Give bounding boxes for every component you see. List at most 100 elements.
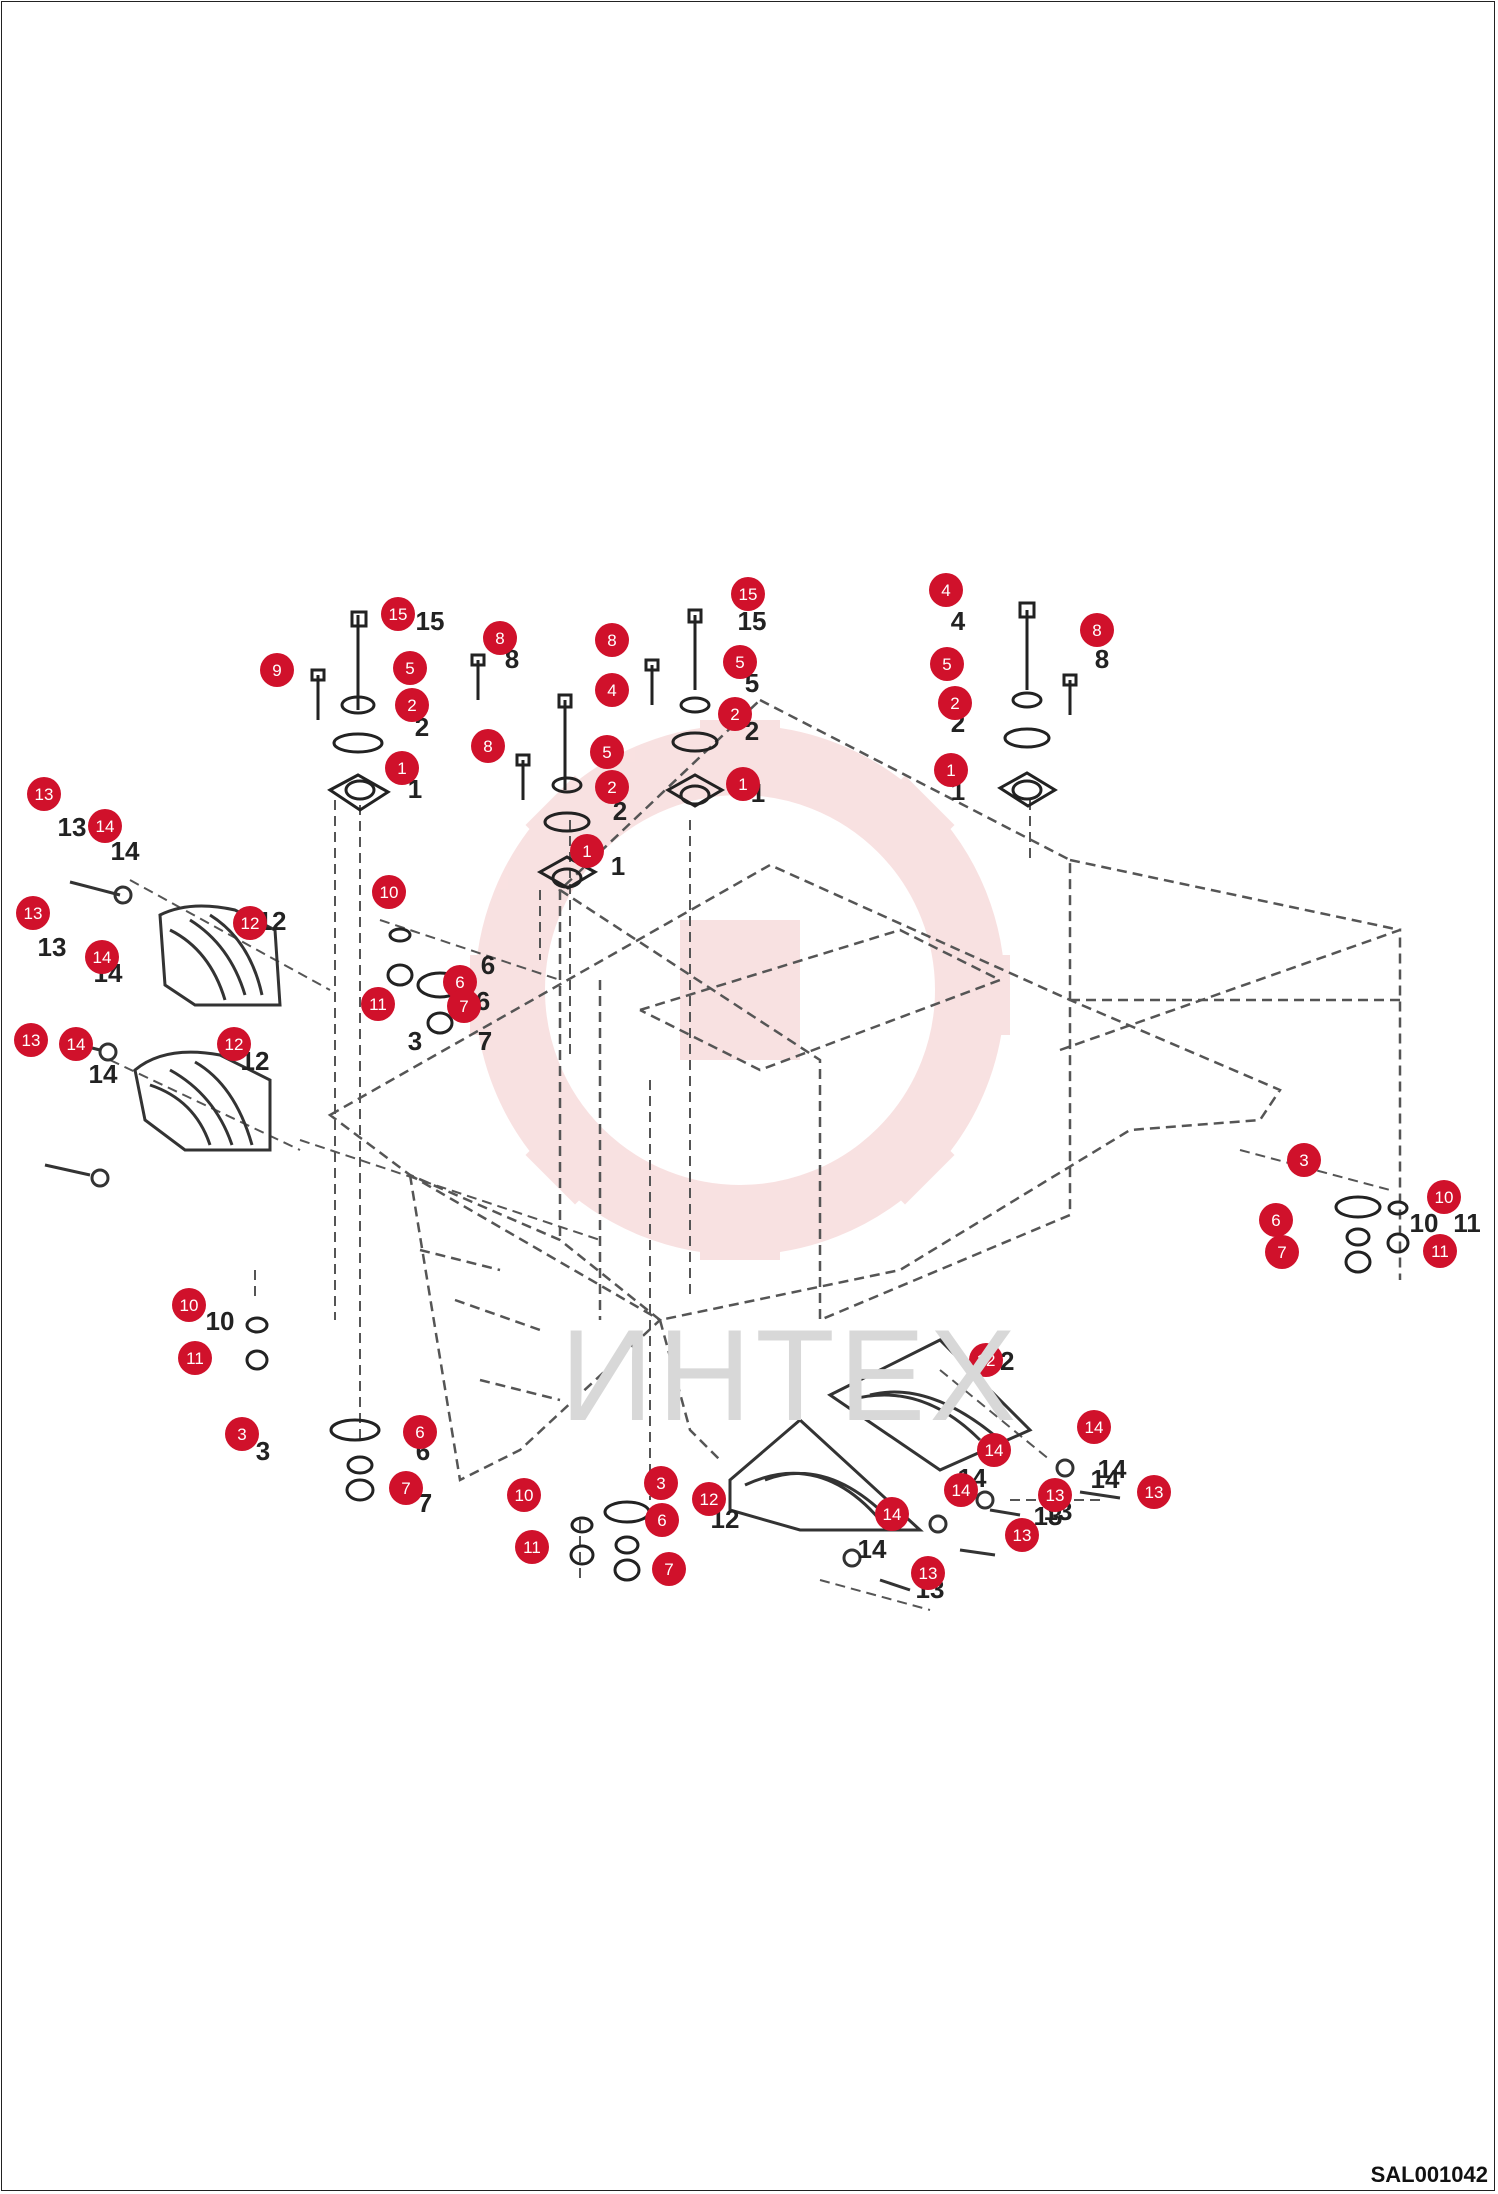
callout-number: 13 (1013, 1526, 1032, 1545)
callout-number: 7 (1277, 1243, 1286, 1262)
callout-marker: 14 (944, 1473, 978, 1507)
callout-number: 12 (700, 1490, 719, 1509)
callout-number: 11 (186, 1349, 204, 1368)
part-number: 14 (89, 1059, 118, 1089)
part-number: 8 (1095, 644, 1109, 674)
callout-number: 10 (180, 1296, 199, 1315)
callout-number: 14 (96, 817, 115, 836)
callout-number: 7 (401, 1479, 410, 1498)
callout-number: 3 (656, 1474, 665, 1493)
callout-number: 13 (22, 1031, 41, 1050)
callout-number: 14 (952, 1481, 971, 1500)
callout-circle (718, 697, 752, 731)
callout-marker: 6 (645, 1503, 679, 1537)
callout-circle (372, 875, 406, 909)
callout-marker: 5 (393, 651, 427, 685)
callout-circle (1077, 1410, 1111, 1444)
callout-marker: 11 (1423, 1234, 1457, 1268)
callout-marker: 13 (1005, 1518, 1039, 1552)
callout-circle (1427, 1180, 1461, 1214)
callout-circle (644, 1466, 678, 1500)
callout-number: 13 (35, 785, 54, 804)
callout-number: 1 (946, 761, 955, 780)
callout-number: 12 (241, 914, 260, 933)
callout-circle (16, 896, 50, 930)
callout-number: 15 (739, 585, 758, 604)
callout-number: 6 (415, 1423, 424, 1442)
callout-circle (385, 751, 419, 785)
callout-marker: 13 (1038, 1478, 1072, 1512)
callout-circle (911, 1556, 945, 1590)
callout-number: 13 (1145, 1483, 1164, 1502)
callout-marker: 1 (934, 753, 968, 787)
callout-marker: 13 (1137, 1475, 1171, 1509)
callout-number: 11 (523, 1538, 541, 1557)
frame-drawing (327, 698, 1402, 1482)
callout-circle (403, 1415, 437, 1449)
callout-number: 14 (67, 1035, 86, 1054)
callout-circle (88, 809, 122, 843)
callout-marker: 11 (178, 1341, 212, 1375)
callout-marker: 7 (447, 989, 481, 1023)
part-number: 14 (1091, 1464, 1120, 1494)
part-number: 15 (738, 606, 767, 636)
callout-marker: 12 (233, 906, 267, 940)
callout-marker: 13 (27, 777, 61, 811)
callout-circle (471, 729, 505, 763)
callout-marker: 8 (595, 623, 629, 657)
callout-circle (233, 906, 267, 940)
callout-number: 8 (495, 629, 504, 648)
callout-number: 6 (1271, 1211, 1280, 1230)
callout-circle (645, 1503, 679, 1537)
part-number: 7 (478, 1026, 492, 1056)
callout-marker: 10 (372, 875, 406, 909)
part-number: 10 (1410, 1208, 1439, 1238)
callout-number: 14 (883, 1505, 902, 1524)
part-number: 15 (416, 606, 445, 636)
callout-circle (260, 653, 294, 687)
callout-marker: 11 (361, 987, 395, 1021)
part-number: 14 (111, 836, 140, 866)
callout-circle (590, 735, 624, 769)
callout-number: 8 (483, 737, 492, 756)
callout-circle (652, 1552, 686, 1586)
callout-marker: 3 (225, 1417, 259, 1451)
callout-circle (395, 688, 429, 722)
part-number: 1 (611, 851, 625, 881)
callout-number: 12 (977, 1351, 996, 1370)
callout-marker: 11 (515, 1530, 549, 1564)
callout-marker: 9 (260, 653, 294, 687)
callout-circle (217, 1027, 251, 1061)
callout-number: 10 (380, 883, 399, 902)
callout-circle (225, 1417, 259, 1451)
callout-number: 7 (459, 997, 468, 1016)
part-number: 7 (418, 1488, 432, 1518)
callout-number: 15 (389, 605, 408, 624)
callout-marker: 12 (217, 1027, 251, 1061)
callout-marker: 2 (938, 686, 972, 720)
callout-number: 11 (1431, 1242, 1449, 1261)
callout-circle (178, 1341, 212, 1375)
callout-number: 2 (607, 778, 616, 797)
callout-marker: 2 (595, 770, 629, 804)
callout-marker: 8 (1080, 613, 1114, 647)
callout-marker: 14 (1077, 1410, 1111, 1444)
callout-number: 8 (1092, 621, 1101, 640)
callout-number: 3 (1299, 1151, 1308, 1170)
part-number: 11 (1453, 1208, 1481, 1238)
callout-number: 4 (941, 581, 950, 600)
hardware-mounts (245, 601, 1410, 1582)
callout-circle (934, 753, 968, 787)
callout-number: 1 (397, 759, 406, 778)
callout-circle (969, 1343, 1003, 1377)
callout-marker: 3 (644, 1466, 678, 1500)
callout-circle (515, 1530, 549, 1564)
part-number: 3 (408, 1026, 422, 1056)
callout-circle (27, 777, 61, 811)
callout-marker: 8 (471, 729, 505, 763)
callout-circle (389, 1471, 423, 1505)
callout-marker: 6 (1259, 1203, 1293, 1237)
callout-circle (447, 989, 481, 1023)
callout-marker: 6 (403, 1415, 437, 1449)
